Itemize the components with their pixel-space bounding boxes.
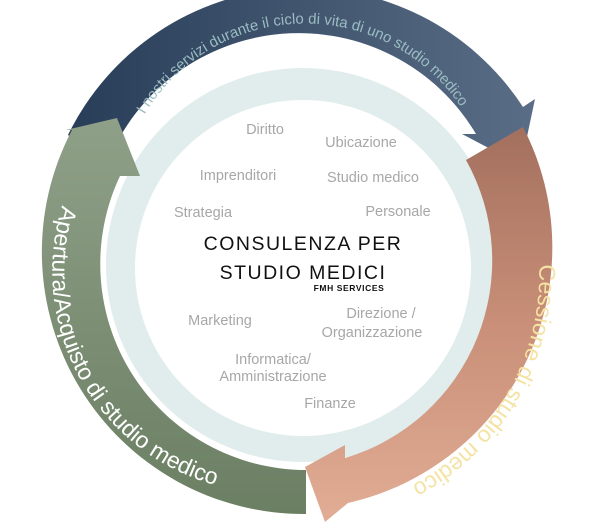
topic-personale: Personale: [365, 204, 430, 220]
core-circle: [135, 100, 471, 436]
center-subtitle: FMH SERVICES: [314, 283, 385, 293]
center-title-line2: STUDIO MEDICI: [220, 262, 387, 284]
topic-finanze: Finanze: [304, 396, 356, 412]
topic-ubicazione: Ubicazione: [325, 135, 397, 151]
topic-marketing: Marketing: [188, 313, 252, 329]
topic-diritto: Diritto: [246, 122, 284, 138]
outer-cycle-ring: [41, 0, 553, 522]
segment-cessione: [305, 127, 553, 522]
topic-informatica-line2: Amministrazione: [219, 369, 326, 385]
topic-imprenditori: Imprenditori: [200, 168, 277, 184]
topic-direzione-line1: Direzione /: [346, 306, 416, 322]
segment-attivita: [68, 0, 535, 165]
topic-direzione-line2: Organizzazione: [322, 325, 423, 341]
topic-studio-medico: Studio medico: [327, 170, 419, 186]
topic-strategia: Strategia: [174, 205, 233, 221]
center-title-line1: CONSULENZA PER: [204, 233, 403, 255]
topic-informatica-line1: Informatica/: [235, 352, 312, 368]
segment-apertura: [41, 118, 306, 515]
